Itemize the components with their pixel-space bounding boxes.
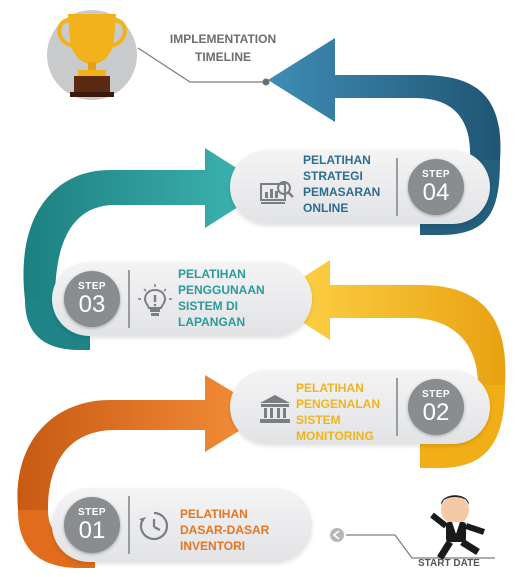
title-connector (137, 47, 270, 86)
step-03-step-text: STEP (77, 281, 107, 292)
step-01-badge: STEP 01 (64, 497, 120, 553)
step-02-badge: STEP 02 (408, 379, 464, 435)
step-03-divider (128, 270, 130, 328)
step-01-number: 01 (78, 517, 106, 544)
step-01-divider (128, 496, 130, 554)
step-04-number: 04 (422, 179, 450, 206)
step-02-divider (396, 378, 398, 436)
step-01-label: PELATIHAN DASAR-DASAR INVENTORI (180, 507, 270, 553)
lightbulb-icon (138, 284, 172, 318)
trophy-icon (47, 10, 137, 100)
step-02-step-text: STEP (421, 389, 451, 400)
start-connector (330, 528, 495, 559)
step-04-badge: STEP 04 (408, 159, 464, 215)
presentation-chart-icon (260, 176, 294, 210)
step-04-step-text: STEP (421, 169, 451, 180)
step-03-number: 03 (78, 291, 106, 318)
bank-building-icon (258, 394, 292, 428)
start-date-label: START DATE (418, 558, 480, 569)
clock-icon (138, 510, 172, 544)
step-04-divider (396, 158, 398, 216)
step3-arrow (23, 148, 268, 350)
step-02-number: 02 (422, 399, 450, 426)
step-04-label: PELATIHAN STRATEGI PEMASARAN ONLINE (303, 153, 381, 215)
diagram-title: IMPLEMENTATION TIMELINE (158, 30, 288, 66)
step-03-badge: STEP 03 (64, 271, 120, 327)
step-02-label: PELATIHAN PENGENALAN SISTEM MONITORING (296, 381, 381, 443)
title-line-1: IMPLEMENTATION (169, 32, 277, 46)
runner-figure-icon (430, 495, 485, 560)
title-line-2: TIMELINE (195, 50, 251, 64)
step-01-step-text: STEP (77, 507, 107, 518)
step-03-label: PELATIHAN PENGGUNAAN SISTEM DI LAPANGAN (178, 267, 265, 329)
